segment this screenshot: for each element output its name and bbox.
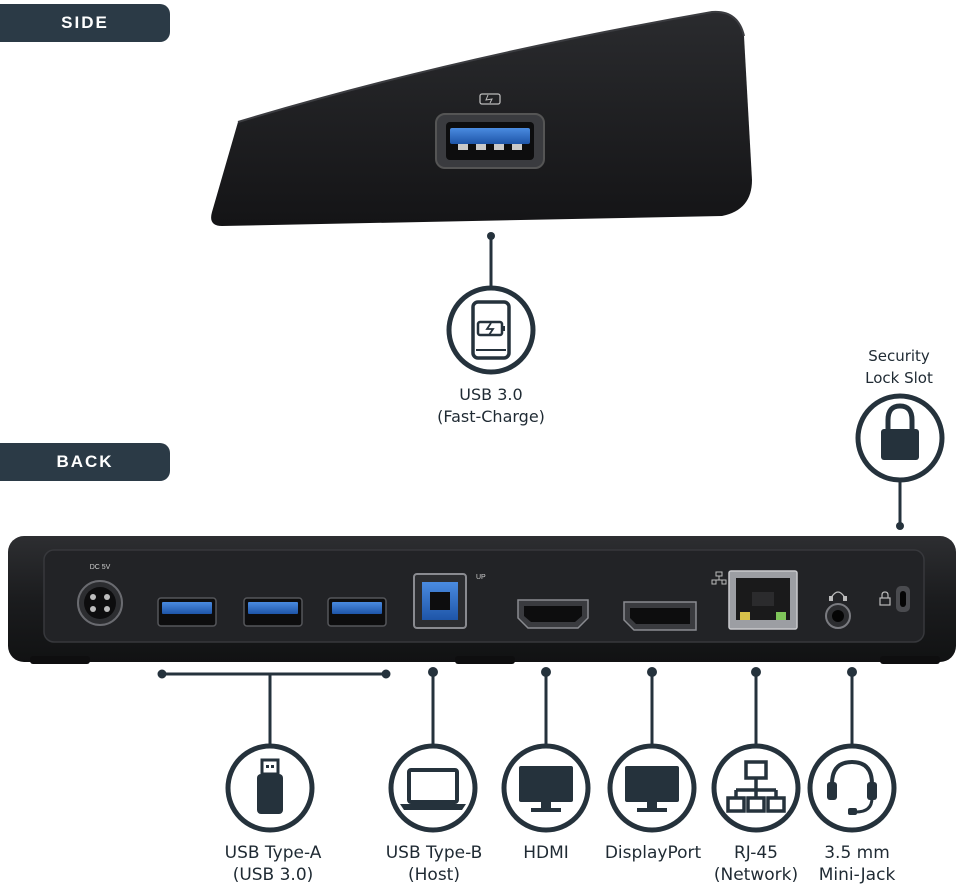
rj45-port	[728, 570, 798, 630]
back-section-label: BACK	[0, 443, 170, 481]
lock-marking-icon	[879, 591, 891, 606]
laptop-icon	[388, 743, 478, 833]
label-displayport: DisplayPort	[604, 843, 702, 863]
monitor-icon	[607, 743, 697, 833]
label-usb-fast-charge: USB 3.0 (Fast-Charge)	[437, 385, 545, 426]
headphone-marking-icon	[829, 591, 847, 601]
dock-back-view: DC 5V UP	[8, 536, 956, 664]
side-charge-marking-icon	[479, 93, 501, 105]
label-minijack: 3.5 mm Mini-Jack	[818, 843, 896, 885]
dc-marking: DC 5V	[90, 564, 111, 571]
padlock-icon	[855, 393, 945, 483]
network-icon	[711, 743, 801, 833]
usb-a-port-3	[327, 597, 387, 627]
dock-side-view	[211, 10, 753, 226]
side-section-label: SIDE	[0, 4, 170, 42]
displayport-port	[623, 601, 697, 631]
label-hdmi: HDMI	[523, 843, 569, 863]
label-usb-type-a: USB Type-A (USB 3.0)	[224, 843, 322, 885]
usb-a-port-2	[243, 597, 303, 627]
dc-power-port	[77, 580, 123, 626]
usb-a-port-1	[157, 597, 217, 627]
side-usb3-port	[435, 113, 545, 169]
audio-jack-port	[825, 603, 851, 629]
label-rj45: RJ-45 (Network)	[713, 843, 799, 885]
hdmi-port	[517, 599, 589, 629]
headset-icon	[807, 743, 897, 833]
up-marking: UP	[476, 574, 486, 581]
monitor-icon	[501, 743, 591, 833]
security-lock-slot	[896, 586, 910, 612]
network-marking-icon	[711, 571, 727, 585]
usb-b-port	[413, 573, 467, 629]
tablet-charge-icon	[446, 285, 536, 375]
callout-connectors	[157, 667, 857, 744]
label-usb-type-b: USB Type-B (Host)	[385, 843, 483, 885]
usb-drive-icon	[225, 743, 315, 833]
label-security-lock: Security Lock Slot	[865, 347, 933, 387]
